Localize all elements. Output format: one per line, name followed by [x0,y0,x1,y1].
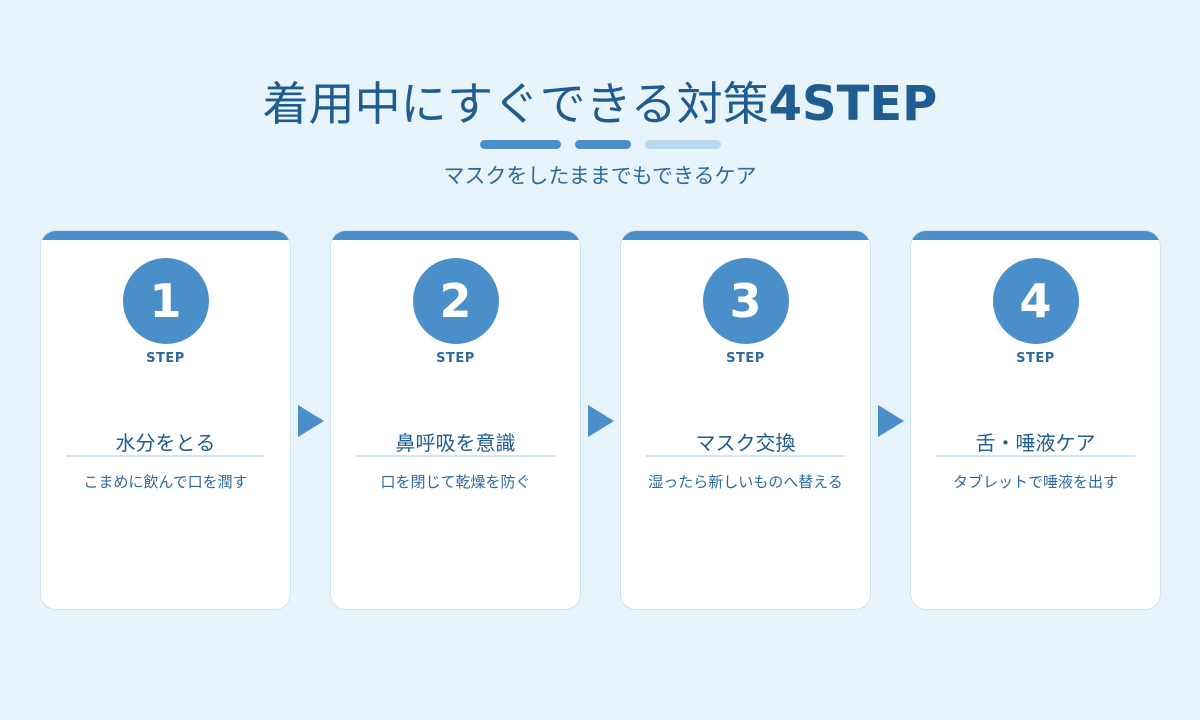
header: 着用中にすぐできる対策4STEP マスクをしたままでもできるケア [0,0,1200,200]
arrow-right-icon [298,405,324,437]
step-title: 水分をとる [115,431,216,455]
step-title: 鼻呼吸を意識 [395,431,516,455]
step-label: STEP [436,351,475,366]
card-divider [936,455,1135,457]
card-divider [66,455,265,457]
step-number-badge: 1 [122,258,209,344]
card-top-bar [331,231,580,240]
card-top-bar [621,231,870,240]
step-number-badge: 4 [992,258,1079,344]
page-subtitle: マスクをしたままでもできるケア [443,164,757,188]
step-description: 口を閉じて乾燥を防ぐ [380,473,531,491]
title-underline-1 [480,140,561,149]
card-top-bar [911,231,1160,240]
step-label: STEP [146,351,185,366]
page-title-accent: 4STEP [768,76,938,132]
card-top-bar [41,231,290,240]
title-underline-3 [645,140,721,149]
arrow-right-icon [588,405,614,437]
step-card-1: 1 STEP 水分をとる こまめに飲んで口を潤す [40,230,291,610]
page-title: 着用中にすぐできる対策4STEP [0,80,1200,128]
step-description: タブレットで唾液を出す [952,473,1118,491]
step-description: こまめに飲んで口を潤す [83,473,248,491]
step-title: 舌・唾液ケア [975,431,1096,455]
arrow-right-icon [878,405,904,437]
step-label: STEP [726,351,765,366]
step-number-badge: 3 [702,258,789,344]
step-label: STEP [1016,351,1055,366]
page-title-main: 着用中にすぐできる対策 [262,77,769,131]
card-divider [356,455,555,457]
step-title: マスク交換 [695,431,796,455]
step-description: 湿ったら新しいものへ替える [648,473,843,491]
step-card-2: 2 STEP 鼻呼吸を意識 口を閉じて乾燥を防ぐ [330,230,581,610]
card-divider [646,455,845,457]
title-underline-2 [575,140,631,149]
step-number-badge: 2 [412,258,499,344]
step-card-3: 3 STEP マスク交換 湿ったら新しいものへ替える [620,230,871,610]
step-card-4: 4 STEP 舌・唾液ケア タブレットで唾液を出す [910,230,1161,610]
